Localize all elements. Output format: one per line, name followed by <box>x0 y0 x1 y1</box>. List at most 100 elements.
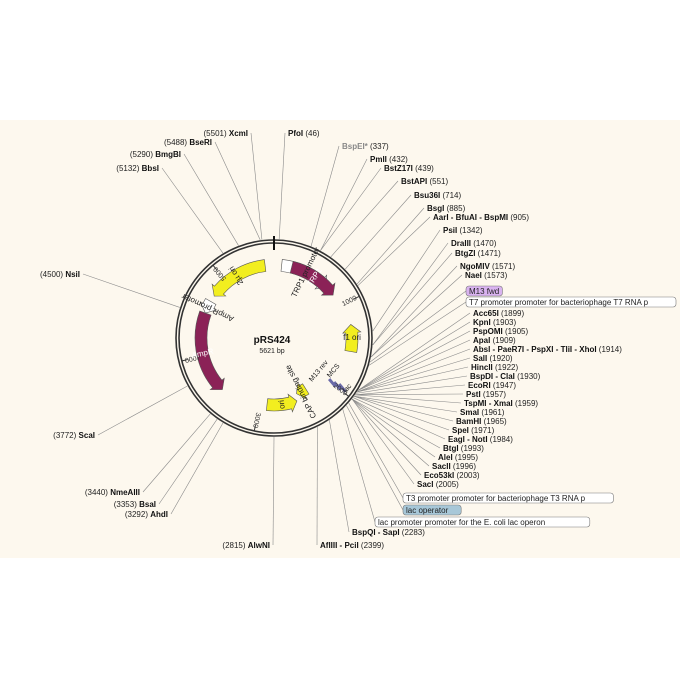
site-position: (1947) <box>493 381 516 390</box>
site-bsai: (3353) BsaI <box>114 500 156 509</box>
leader-psii <box>372 229 441 332</box>
site-position: (432) <box>389 155 408 164</box>
site-position: (3292) <box>125 510 150 519</box>
feature-2-ori <box>211 259 267 297</box>
scale-tick-label: 1000 <box>341 295 358 308</box>
site-name: Eco53kI <box>424 471 456 480</box>
site-ecori: EcoRI (1947) <box>468 381 516 390</box>
site-name: ScaI <box>79 431 95 440</box>
scale-tick-label: 3000 <box>251 412 261 429</box>
site-position: (337) <box>370 142 389 151</box>
site-name: BstZ17I <box>384 164 415 173</box>
leader-tspmi-xmai <box>355 394 462 404</box>
site-name: EagI - NotI <box>448 435 490 444</box>
leader-draiii <box>372 242 449 346</box>
site-position: (1996) <box>453 462 476 471</box>
annotation-t7-promoter-promoter-for-bacteriophage-t7-rna-p: T7 promoter promoter for bacteriophage T… <box>469 298 649 307</box>
site-name: BmgBI <box>155 150 181 159</box>
site-position: (2283) <box>402 528 425 537</box>
leader-xcmi <box>250 132 263 240</box>
site-position: (1571) <box>492 262 515 271</box>
site-position: (1470) <box>473 239 496 248</box>
site-name: BtgZI <box>455 249 478 258</box>
feature-cap-binding-site <box>296 382 310 400</box>
site-name: BstAPI <box>401 177 429 186</box>
site-position: (46) <box>305 129 320 138</box>
site-ahdi: (3292) AhdI <box>125 510 168 519</box>
site-name: BsaI <box>139 500 156 509</box>
site-name: BseRI <box>189 138 212 147</box>
leader-eco53ki <box>351 398 422 476</box>
annotation-box-bg <box>374 516 591 528</box>
site-name: BbsI <box>142 164 159 173</box>
leader-pspomi <box>357 330 471 391</box>
site-position: (5290) <box>130 150 155 159</box>
site-position: (1909) <box>493 336 516 345</box>
site-position: (1961) <box>481 408 504 417</box>
site-position: (885) <box>447 204 466 213</box>
leader-bstz17i <box>320 167 382 251</box>
scale-tick-label: 4000 <box>184 353 201 364</box>
leader-bstapi <box>330 180 399 258</box>
site-position: (1573) <box>484 271 507 280</box>
feature-trp1 <box>289 260 336 296</box>
leader-lines <box>82 132 471 546</box>
leader-btgi <box>351 398 441 449</box>
site-psii: PsiI (1342) <box>443 226 483 235</box>
site-bbsi: (5132) BbsI <box>116 164 159 173</box>
site-name: SacI <box>417 480 436 489</box>
site-eagi-noti: EagI - NotI (1984) <box>448 435 513 444</box>
site-apai: ApaI (1909) <box>473 336 516 345</box>
site-name: NgoMIV <box>460 262 492 271</box>
leader-aari-bfuai-bspmi <box>357 216 431 286</box>
site-pmli: PmlI (432) <box>370 155 408 164</box>
site-name: SmaI <box>460 408 481 417</box>
leader-saci <box>351 398 415 485</box>
site-position: (5132) <box>116 164 141 173</box>
site-name: PspOMI <box>473 327 505 336</box>
site-sacii: SacII (1996) <box>432 462 476 471</box>
site-bseri: (5488) BseRI <box>164 138 212 147</box>
scale-tick-5000 <box>212 264 218 271</box>
leader-pfoi <box>278 132 286 240</box>
site-position: (2399) <box>361 541 384 550</box>
leader-naei <box>370 274 463 358</box>
site-name: SacII <box>432 462 453 471</box>
site-position: (1914) <box>599 345 622 354</box>
site-btgi: BtgI (1993) <box>443 444 484 453</box>
site-name: AflIII - PciI <box>320 541 361 550</box>
site-position: (1965) <box>484 417 507 426</box>
leader-sacii <box>351 398 430 467</box>
annotation-box-bg <box>402 504 462 516</box>
leader-ngomiv <box>370 265 458 358</box>
site-absi-paer7i-pspxi-tlii-xhoi: AbsI - PaeR7I - PspXI - TliI - XhoI (191… <box>473 345 622 354</box>
restriction-sites: (5501) XcmI(5488) BseRI(5290) BmgBI(5132… <box>40 129 622 550</box>
site-position: (3353) <box>114 500 139 509</box>
feature-label: ori <box>277 399 287 409</box>
leader-ecori <box>355 384 466 396</box>
mcs-marker <box>333 381 342 391</box>
leader-hincii <box>356 366 469 393</box>
site-pspomi: PspOMI (1905) <box>473 327 528 336</box>
leader-bseri <box>214 141 261 241</box>
site-position: (5488) <box>164 138 189 147</box>
site-position: (3772) <box>53 431 78 440</box>
leader-smai <box>354 395 458 413</box>
site-position: (1959) <box>515 399 538 408</box>
feature-ampr <box>194 310 225 390</box>
feature-arrows <box>194 259 362 413</box>
site-position: (1957) <box>483 390 506 399</box>
site-sali: SalI (1920) <box>473 354 513 363</box>
feature-ori <box>266 393 298 413</box>
annotation-box-bg <box>402 492 614 504</box>
site-name: AleI <box>438 453 455 462</box>
site-spei: SpeI (1971) <box>452 426 495 435</box>
annotation-m13-fwd: M13 fwd <box>469 287 499 296</box>
site-name: KpnI <box>473 318 493 327</box>
site-smai: SmaI (1961) <box>460 408 505 417</box>
leader-bspqi-sapi <box>329 420 350 533</box>
site-name: PstI <box>466 390 483 399</box>
plasmid-size: 5621 bp <box>259 348 284 355</box>
annotation-box-bg <box>465 285 503 297</box>
